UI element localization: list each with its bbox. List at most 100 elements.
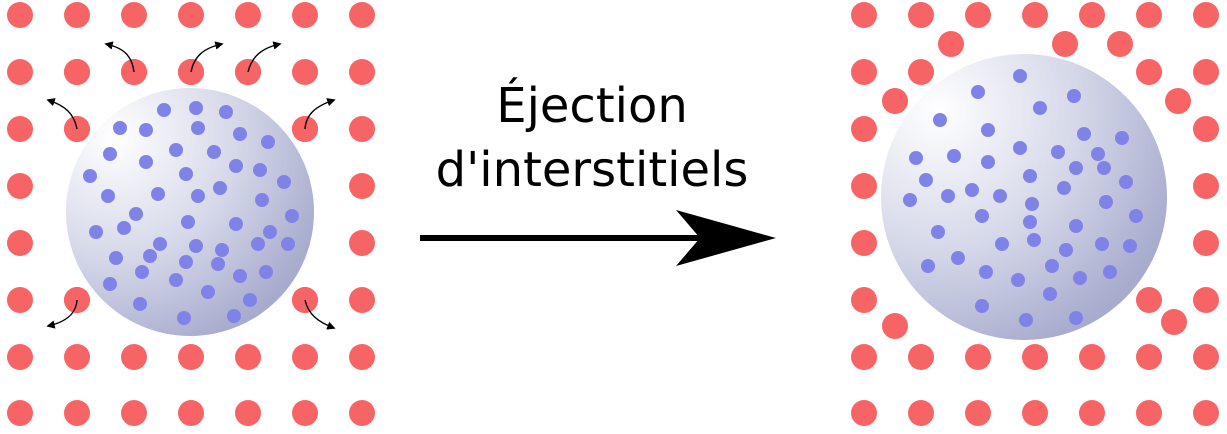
lattice-atom [349, 2, 375, 28]
ejection-arrow [190, 41, 224, 73]
lattice-atom [851, 2, 877, 28]
solute-atom [169, 143, 183, 157]
lattice-atom [1136, 59, 1162, 85]
solute-atom [139, 123, 153, 137]
solute-atom [83, 169, 97, 183]
solute-atom [207, 145, 221, 159]
solute-atom [151, 187, 165, 201]
solute-atom [255, 193, 269, 207]
solute-atom [1069, 311, 1083, 325]
lattice-atom [851, 59, 877, 85]
solute-atom [1019, 313, 1033, 327]
lattice-atom [1079, 400, 1105, 426]
solute-atom [101, 189, 115, 203]
before-panel [7, 2, 375, 426]
solute-atom [139, 155, 153, 169]
lattice-atom [349, 173, 375, 199]
solute-atom [233, 127, 247, 141]
lattice-atom [292, 59, 318, 85]
lattice-atom [292, 2, 318, 28]
interstitial-atom [1052, 31, 1078, 57]
lattice-atom [908, 400, 934, 426]
solute-atom [177, 311, 191, 325]
ejection-arrows [46, 41, 336, 330]
solute-atom [233, 269, 247, 283]
lattice-atom [349, 230, 375, 256]
solute-atom [253, 163, 267, 177]
solute-atom [285, 209, 299, 223]
lattice-atom [7, 116, 33, 142]
solute-atom [1043, 287, 1057, 301]
solute-atom [281, 237, 295, 251]
lattice-atom [292, 400, 318, 426]
lattice-atom [349, 344, 375, 370]
solute-atom [975, 299, 989, 313]
solute-atom [191, 189, 205, 203]
solute-atom [1095, 237, 1109, 251]
solute-atom [135, 265, 149, 279]
lattice-atom [7, 2, 33, 28]
solute-atom [981, 123, 995, 137]
solute-atom [109, 251, 123, 265]
precipitate-before [66, 88, 314, 336]
ejection-arrow [104, 41, 135, 73]
lattice-atom [178, 400, 204, 426]
solute-atom [133, 297, 147, 311]
lattice-atom [121, 2, 147, 28]
solute-atom [1025, 197, 1039, 211]
ejection-arrow [304, 98, 336, 130]
lattice-atom [851, 230, 877, 256]
lattice-atom [349, 287, 375, 313]
solute-atom [277, 175, 291, 189]
solute-atom [981, 155, 995, 169]
lattice-atom [1136, 344, 1162, 370]
ejection-arrow [46, 98, 78, 130]
ejection-arrow [46, 299, 78, 329]
solute-atom [965, 183, 979, 197]
interstitial-atom [882, 313, 908, 339]
lattice-atom [178, 344, 204, 370]
lattice-atom [349, 116, 375, 142]
process-label: Éjection d'interstitiels [436, 77, 749, 198]
solute-atom [921, 259, 935, 273]
solute-atom [1091, 147, 1105, 161]
lattice-atom [235, 400, 261, 426]
solute-atom [995, 237, 1009, 251]
solute-atom [179, 255, 193, 269]
lattice-atom [7, 173, 33, 199]
solute-atom [189, 239, 203, 253]
lattice-atom [1193, 2, 1219, 28]
interstitial-atom [1165, 88, 1191, 114]
lattice-atoms-before [7, 2, 375, 426]
solute-atom [1023, 215, 1037, 229]
solute-atom [1115, 131, 1129, 145]
solute-atom [113, 121, 127, 135]
lattice-atom [1079, 2, 1105, 28]
interstitial-atom [1161, 309, 1187, 335]
solute-atom [993, 189, 1007, 203]
lattice-atom [292, 344, 318, 370]
lattice-atom [1193, 344, 1219, 370]
solute-atom [229, 159, 243, 173]
precipitate-after [881, 54, 1167, 340]
lattice-atom [965, 344, 991, 370]
lattice-atom [7, 287, 33, 313]
solute-atom [263, 225, 277, 239]
solute-atom [1103, 265, 1117, 279]
interstitial-atom [882, 88, 908, 114]
solute-atom [1057, 181, 1071, 195]
lattice-atom [7, 230, 33, 256]
lattice-atom [1136, 400, 1162, 426]
solute-atom [143, 249, 157, 263]
solute-atom [227, 309, 241, 323]
lattice-atom [64, 400, 90, 426]
solute-atom [979, 265, 993, 279]
solute-atom [1059, 243, 1073, 257]
solute-atom [1033, 101, 1047, 115]
solute-atom [219, 105, 233, 119]
solute-atom [215, 243, 229, 257]
interstitial-atom [938, 31, 964, 57]
solute-atom [1123, 239, 1137, 253]
lattice-atom [121, 400, 147, 426]
